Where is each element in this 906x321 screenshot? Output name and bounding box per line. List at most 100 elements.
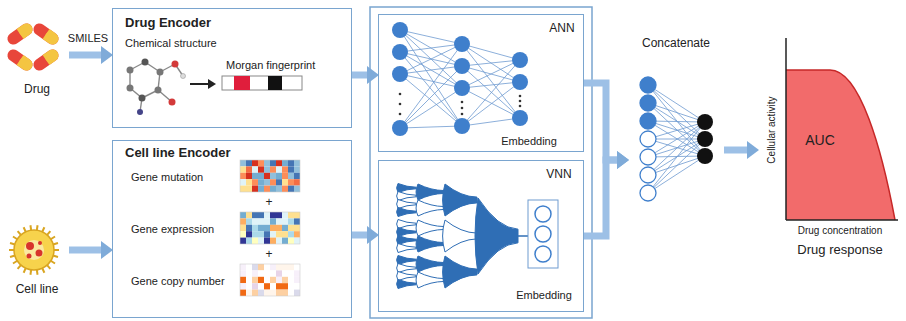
response-chart [785, 38, 787, 220]
ann-link [400, 88, 462, 128]
heatmap-cell [288, 212, 294, 218]
heatmap-cell [252, 283, 258, 289]
heatmap-cell [240, 173, 246, 179]
pill-icon [5, 47, 35, 73]
pill-icon [31, 21, 61, 47]
heatmap-cell [288, 160, 294, 166]
heatmap-cell [252, 231, 258, 237]
heatmap-frame [240, 160, 300, 192]
ann-link [462, 60, 520, 88]
heatmap-cell [288, 231, 294, 237]
ellipsis-dot [399, 93, 402, 96]
heatmap-cell [252, 270, 258, 276]
node-label: Gene expression [131, 223, 214, 236]
heatmap-cell [240, 283, 246, 289]
node-label: Morgan fingerprint [226, 59, 315, 72]
heatmap-cell [282, 179, 288, 185]
ann-network [392, 22, 528, 136]
vnn-funnel [397, 192, 416, 201]
ann-link [462, 44, 520, 118]
heatmap-cell [270, 218, 276, 224]
heatmap-cell [282, 238, 288, 244]
heatmap-cell [276, 270, 282, 276]
heatmap-cell [246, 212, 252, 218]
vnn-funnel [416, 200, 444, 216]
vnn-funnel [397, 280, 416, 289]
ann-link [462, 82, 520, 88]
heatmap-cell [264, 218, 270, 224]
ann-link [400, 30, 462, 88]
heatmap-cell [276, 238, 282, 244]
cell-icon [36, 250, 43, 257]
molecule-structure [155, 87, 162, 94]
heatmap-cell [240, 225, 246, 231]
heatmap-cell [246, 218, 252, 224]
heatmap-cell [246, 277, 252, 283]
heatmap-cell [276, 290, 282, 296]
heatmap-cell [270, 231, 276, 237]
fingerprint-bar [222, 76, 302, 90]
ann-link [462, 44, 520, 82]
ann-link [400, 66, 462, 74]
fingerprint-bar [234, 76, 250, 90]
pill-icon [17, 21, 35, 39]
heatmap-cell [276, 179, 282, 185]
ann-link [400, 30, 462, 44]
heatmap-cell [294, 160, 300, 166]
node-label: Gene copy number [131, 275, 225, 288]
concat-neuron [640, 131, 656, 147]
heatmap-cell [276, 231, 282, 237]
embedding-unit [535, 246, 551, 262]
heatmap-cell [270, 225, 276, 231]
ann-link [400, 126, 462, 128]
ellipsis-dot [399, 113, 402, 116]
vnn-network [397, 184, 558, 289]
heatmap-cell [240, 238, 246, 244]
heatmap-cell [288, 225, 294, 231]
heatmap-cell [276, 264, 282, 270]
pill-icon [31, 47, 61, 73]
pill-icon [5, 21, 35, 47]
heatmap-cell [240, 218, 246, 224]
heatmap-cell [264, 186, 270, 192]
heatmap-cell [294, 270, 300, 276]
output-neuron [697, 131, 713, 147]
node-label: Concatenate [642, 37, 710, 51]
ann-neuron [392, 22, 408, 38]
heatmap-cell [252, 264, 258, 270]
heatmap-cell [264, 231, 270, 237]
heatmap-frame [240, 212, 300, 244]
ellipsis-dot [399, 103, 402, 106]
heatmap-cell [288, 277, 294, 283]
pill-icon [5, 47, 35, 73]
heatmap-cell [294, 264, 300, 270]
vnn-funnel [443, 184, 477, 216]
ellipsis-dot [461, 113, 464, 116]
heatmap-cell [252, 166, 258, 172]
ann-link [400, 44, 462, 52]
cell-icon [38, 241, 42, 245]
heatmap-cell [252, 290, 258, 296]
heatmap-cell [276, 212, 282, 218]
heatmap-cell [264, 160, 270, 166]
heatmap-cell [258, 212, 264, 218]
heatmap-cell [282, 160, 288, 166]
heatmap-cell [258, 179, 264, 185]
model-panel [370, 7, 592, 318]
heatmap-cell [294, 212, 300, 218]
drug-icon-node: Drug [5, 20, 69, 102]
vnn-funnel [443, 256, 477, 288]
heatmap-cell [270, 212, 276, 218]
heatmap-cell [270, 160, 276, 166]
embedding-unit [535, 226, 551, 242]
heatmap-cell [276, 277, 282, 283]
heatmap-cell [240, 179, 246, 185]
node-label: Chemical structure [125, 37, 217, 50]
heatmap-cell [246, 186, 252, 192]
concat-neuron [640, 77, 656, 93]
heatmap-cell [240, 166, 246, 172]
molecule-structure [142, 59, 149, 66]
heatmap-cell [252, 160, 258, 166]
molecule-structure [157, 69, 164, 76]
concat-link [648, 122, 705, 175]
